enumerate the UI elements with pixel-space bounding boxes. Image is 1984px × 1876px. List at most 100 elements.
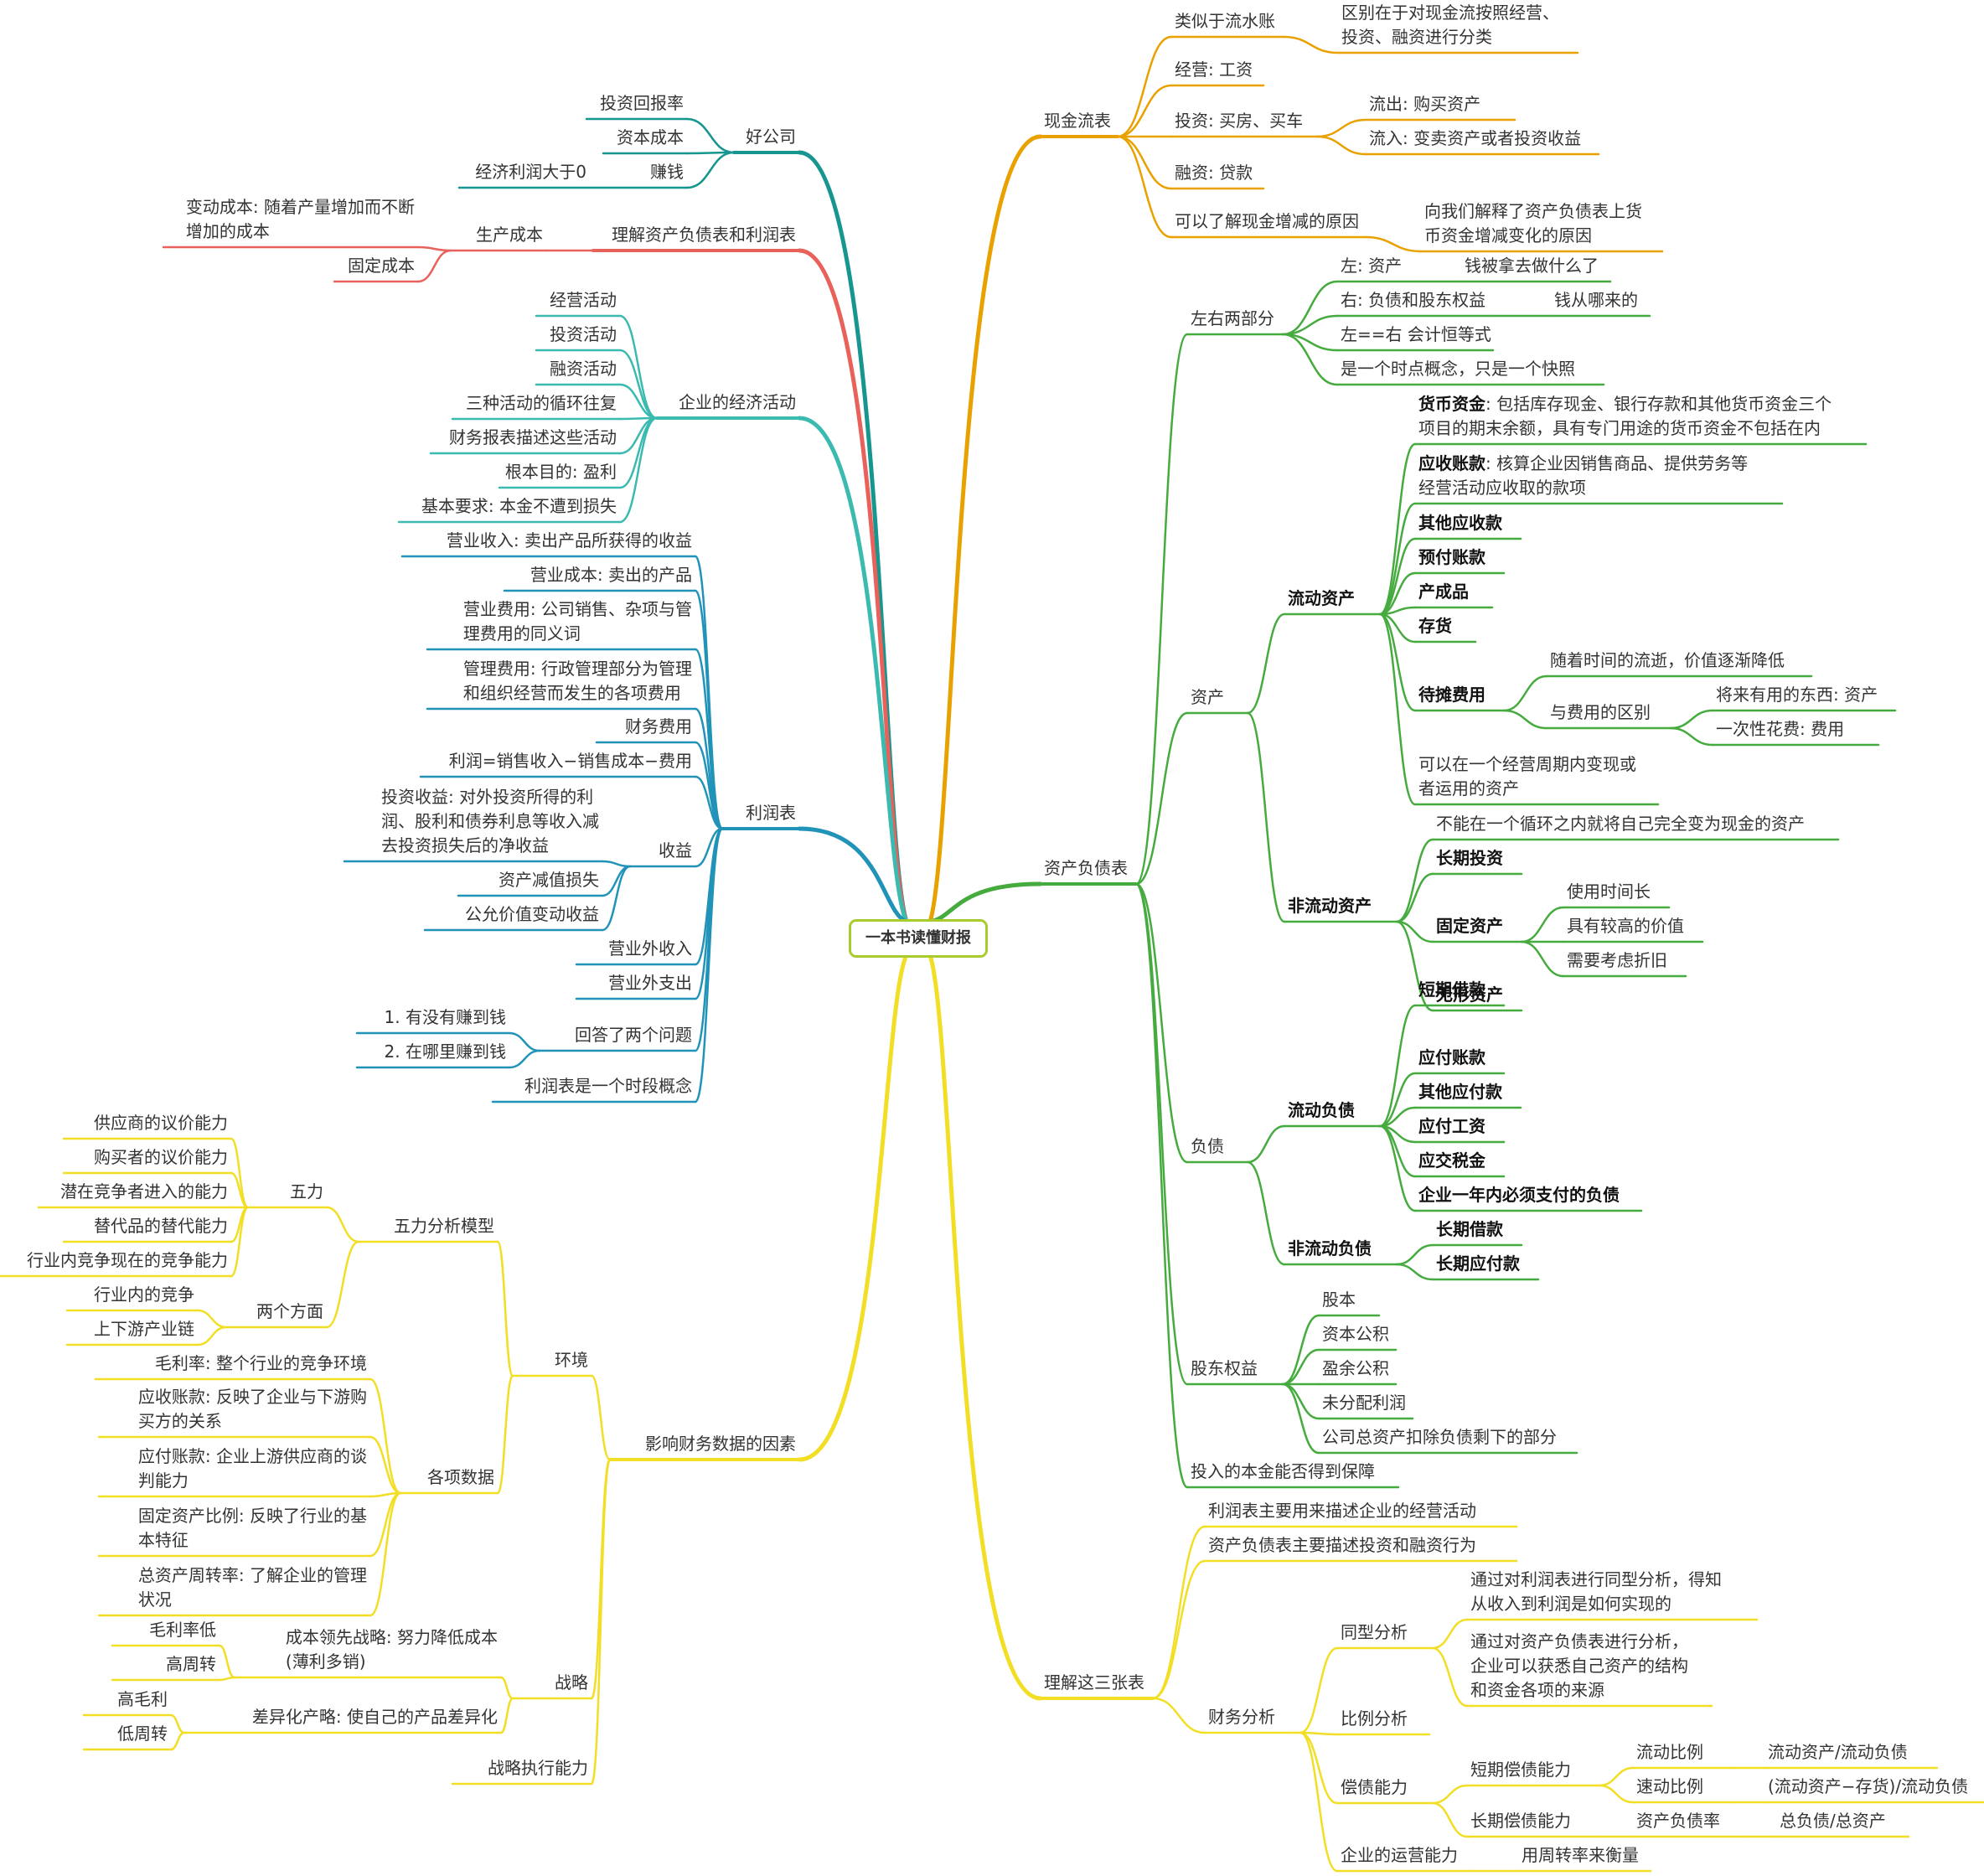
node-pc[interactable]: 生产成本 — [476, 225, 543, 245]
node-gd2[interactable]: 应收账款: 反映了企业与下游购 买方的关系 — [137, 1387, 367, 1431]
node-ff2[interactable]: 两个方面 — [256, 1301, 323, 1321]
node-st1[interactable]: 成本领先战略: 努力降低成本 (薄利多销) — [285, 1627, 498, 1672]
node-nca3a[interactable]: 使用时间长 — [1567, 881, 1651, 902]
node-fa3a1v[interactable]: 流动资产/流动负债 — [1768, 1742, 1908, 1762]
node-cf3[interactable]: 投资: 买房、买车 — [1175, 111, 1304, 131]
node-cl6[interactable]: 企业一年内必须支付的负债 — [1418, 1185, 1620, 1205]
node-bs1c[interactable]: 左==右 会计恒等式 — [1341, 324, 1491, 344]
node-ca8[interactable]: 可以在一个经营周期内变现或 者运用的资产 — [1418, 754, 1636, 798]
node-ff2b[interactable]: 上下游产业链 — [94, 1319, 194, 1339]
node-ea6[interactable]: 根本目的: 盈利 — [504, 462, 617, 482]
node-ca3[interactable]: 其他应收款 — [1418, 513, 1502, 533]
node-u3[interactable]: 理解这三张表 — [1044, 1672, 1144, 1693]
node-li[interactable]: 负债 — [1191, 1136, 1224, 1156]
node-cl3[interactable]: 其他应付款 — [1418, 1082, 1502, 1102]
node-is5[interactable]: 财务费用 — [625, 716, 692, 736]
node-fa3b1v[interactable]: 总负债/总资产 — [1780, 1811, 1886, 1831]
node-st[interactable]: 战略 — [555, 1672, 588, 1693]
node-ca6[interactable]: 存货 — [1418, 616, 1452, 636]
node-fa1[interactable]: 同型分析 — [1341, 1622, 1408, 1642]
node-nca3[interactable]: 固定资产 — [1436, 916, 1503, 936]
node-is1[interactable]: 营业收入: 卖出产品所获得的收益 — [446, 530, 692, 550]
node-nca[interactable]: 非流动资产 — [1288, 896, 1372, 916]
node-is10a[interactable]: 1. 有没有赚到钱 — [384, 1007, 506, 1027]
node-cl1[interactable]: 短期借款 — [1418, 979, 1485, 1000]
node-nca3c[interactable]: 需要考虑折旧 — [1567, 950, 1667, 970]
node-fa3b[interactable]: 长期偿债能力 — [1470, 1811, 1571, 1831]
node-ff[interactable]: 五力分析模型 — [394, 1216, 494, 1236]
node-gc2[interactable]: 资本成本 — [617, 127, 684, 147]
node-ca7[interactable]: 待摊费用 — [1418, 685, 1485, 705]
node-is2[interactable]: 营业成本: 卖出的产品 — [530, 565, 692, 585]
node-fa3a1[interactable]: 流动比例 — [1636, 1742, 1703, 1762]
node-is6[interactable]: 利润=销售收入−销售成本−费用 — [448, 751, 692, 771]
node-eq2[interactable]: 资本公积 — [1322, 1324, 1389, 1344]
node-cl5[interactable]: 应交税金 — [1418, 1150, 1485, 1171]
node-ea1[interactable]: 经营活动 — [550, 290, 617, 310]
node-pc2[interactable]: 固定成本 — [348, 256, 415, 276]
node-is10b[interactable]: 2. 在哪里赚到钱 — [384, 1041, 506, 1062]
node-ea5[interactable]: 财务报表描述这些活动 — [449, 427, 617, 447]
node-is4[interactable]: 管理费用: 行政管理部分为管理 和组织经营而发生的各项费用 — [462, 659, 692, 703]
node-ncl1[interactable]: 长期借款 — [1436, 1219, 1503, 1239]
node-fa3b1[interactable]: 资产负债率 — [1636, 1811, 1720, 1831]
node-gc3a[interactable]: 经济利润大于0 — [475, 162, 586, 182]
node-fx[interactable]: 影响财务数据的因素 — [645, 1434, 796, 1454]
node-st1b[interactable]: 高周转 — [166, 1654, 216, 1674]
node-fa3a[interactable]: 短期偿债能力 — [1470, 1760, 1571, 1780]
node-is7a[interactable]: 投资收益: 对外投资所得的利 润、股利和债券利息等收入减 去投资损失后的净收益 — [381, 787, 599, 855]
node-is7b[interactable]: 资产减值损失 — [499, 870, 599, 890]
node-fa[interactable]: 财务分析 — [1208, 1707, 1275, 1727]
node-gd[interactable]: 各项数据 — [427, 1467, 494, 1487]
node-cf5[interactable]: 可以了解现金增减的原因 — [1175, 211, 1359, 231]
node-ff2a[interactable]: 行业内的竞争 — [94, 1284, 194, 1305]
node-bs1b1[interactable]: 钱从哪来的 — [1554, 290, 1638, 310]
node-gd4[interactable]: 固定资产比例: 反映了行业的基 本特征 — [137, 1506, 367, 1550]
node-is3[interactable]: 营业费用: 公司销售、杂项与管 理费用的同义词 — [462, 599, 692, 643]
node-ca4[interactable]: 预付账款 — [1418, 547, 1485, 567]
node-cl4[interactable]: 应付工资 — [1418, 1116, 1485, 1136]
node-bs1b[interactable]: 右: 负债和股东权益 — [1341, 290, 1486, 310]
node-cf5a[interactable]: 向我们解释了资产负债表上货 币资金增减变化的原因 — [1424, 201, 1642, 245]
node-is9[interactable]: 营业外支出 — [608, 973, 692, 993]
node-gd1[interactable]: 毛利率: 整个行业的竞争环境 — [154, 1353, 367, 1373]
node-ea[interactable]: 企业的经济活动 — [679, 392, 796, 412]
node-fa1b[interactable]: 通过对资产负债表进行分析， 企业可以获悉自己资产的结构 和资金各项的来源 — [1470, 1631, 1688, 1700]
node-cl2[interactable]: 应付账款 — [1418, 1047, 1485, 1067]
node-cl[interactable]: 流动负债 — [1288, 1100, 1355, 1120]
root-node[interactable]: 一本书读懂财报 — [849, 919, 988, 958]
node-ca7a[interactable]: 随着时间的流逝，价值逐渐降低 — [1550, 650, 1785, 670]
node-ea4[interactable]: 三种活动的循环往复 — [466, 393, 617, 413]
node-st2[interactable]: 差异化产略: 使自己的产品差异化 — [251, 1707, 498, 1727]
node-eq1[interactable]: 股本 — [1322, 1289, 1356, 1310]
node-ff5c[interactable]: 潜在竞争者进入的能力 — [60, 1181, 228, 1202]
node-gc1[interactable]: 投资回报率 — [600, 93, 684, 113]
node-nca1[interactable]: 不能在一个循环之内就将自己完全变为现金的资产 — [1436, 814, 1805, 834]
node-eq3[interactable]: 盈余公积 — [1322, 1358, 1389, 1378]
node-bs1[interactable]: 左右两部分 — [1191, 308, 1274, 328]
node-ff5b[interactable]: 购买者的议价能力 — [94, 1147, 228, 1167]
node-eq[interactable]: 股东权益 — [1191, 1358, 1258, 1378]
node-eq5[interactable]: 公司总资产扣除负债剩下的部分 — [1322, 1427, 1557, 1447]
node-nca4[interactable]: 无形资产 — [1436, 985, 1503, 1005]
node-nca2[interactable]: 长期投资 — [1436, 848, 1503, 868]
node-ex[interactable]: 战略执行能力 — [488, 1758, 588, 1778]
node-ff5a[interactable]: 供应商的议价能力 — [94, 1113, 228, 1133]
node-is7c[interactable]: 公允价值变动收益 — [465, 904, 599, 924]
node-u3b[interactable]: 资产负债表主要描述投资和融资行为 — [1208, 1535, 1476, 1555]
node-cf[interactable]: 现金流表 — [1044, 111, 1111, 131]
node-ca5[interactable]: 产成品 — [1418, 581, 1469, 602]
node-ff5e[interactable]: 行业内竞争现在的竞争能力 — [27, 1250, 228, 1270]
node-gc[interactable]: 好公司 — [746, 127, 796, 147]
node-gd5[interactable]: 总资产周转率: 了解企业的管理 状况 — [137, 1565, 367, 1610]
node-is10[interactable]: 回答了两个问题 — [575, 1025, 692, 1045]
node-u3a[interactable]: 利润表主要用来描述企业的经营活动 — [1208, 1501, 1476, 1521]
node-ncl2[interactable]: 长期应付款 — [1436, 1253, 1520, 1274]
node-ca7b1[interactable]: 将来有用的东西: 资产 — [1716, 685, 1878, 705]
node-bs1d[interactable]: 是一个时点概念，只是一个快照 — [1341, 359, 1575, 379]
node-cf2[interactable]: 经营: 工资 — [1175, 59, 1253, 80]
node-st1a[interactable]: 毛利率低 — [149, 1620, 216, 1640]
node-cf1a[interactable]: 区别在于对现金流按照经营、 投资、融资进行分类 — [1341, 3, 1559, 47]
node-fa2[interactable]: 比例分析 — [1341, 1708, 1408, 1729]
node-nca3b[interactable]: 具有较高的价值 — [1567, 916, 1684, 936]
